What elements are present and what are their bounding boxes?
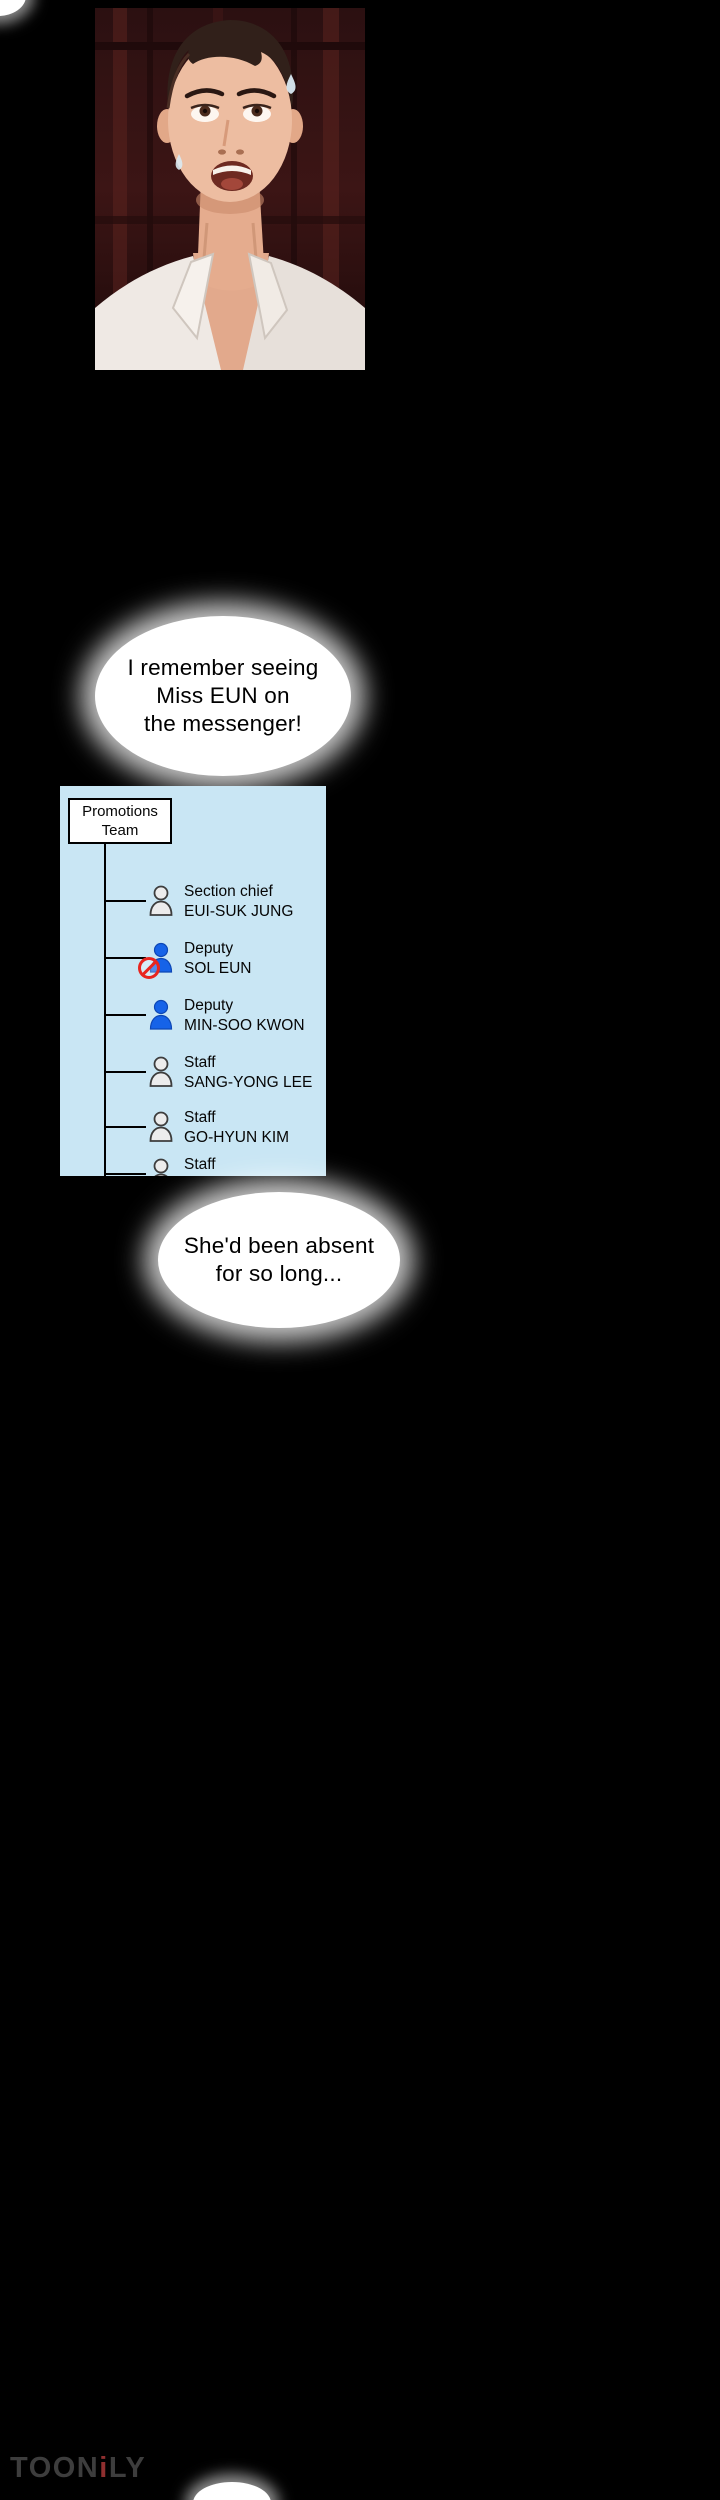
watermark-text: TOON bbox=[10, 2452, 100, 2484]
person-icon-blue bbox=[138, 942, 174, 979]
org-chart-trunk-line bbox=[104, 844, 106, 1176]
speech-line: She'd been absent bbox=[183, 1233, 375, 1258]
person-icon bbox=[148, 885, 174, 917]
org-member-row: Staff GO-HYUN KIM bbox=[60, 1107, 326, 1151]
member-name: EUI-SUK JUNG bbox=[184, 902, 294, 920]
speech-line: for so long... bbox=[215, 1261, 343, 1286]
org-title-line: Promotions bbox=[82, 803, 158, 820]
speech-line: Miss EUN on bbox=[156, 683, 290, 708]
watermark-accent: i bbox=[99, 2452, 109, 2484]
org-member-row: Staff bbox=[60, 1154, 326, 1176]
speech-line: the messenger! bbox=[144, 711, 302, 736]
member-name: SANG-YONG LEE bbox=[184, 1073, 313, 1091]
org-branch-line bbox=[106, 957, 146, 959]
org-member-row: Section chief EUI-SUK JUNG bbox=[60, 881, 326, 925]
member-name: GO-HYUN KIM bbox=[184, 1128, 290, 1146]
member-title: Deputy bbox=[184, 940, 234, 957]
org-branch-line bbox=[106, 1014, 146, 1016]
person-icon bbox=[148, 1056, 174, 1088]
org-title-line: Team bbox=[101, 822, 139, 839]
speech-bubble: I remember seeing Miss EUN on the messen… bbox=[95, 616, 351, 776]
org-branch-line bbox=[106, 1071, 146, 1073]
prohibited-icon bbox=[138, 957, 160, 979]
speech-bubble: She'd been absent for so long... bbox=[158, 1192, 400, 1328]
org-chart-panel: Promotions Team Section chief EUI-SUK JU… bbox=[60, 786, 326, 1176]
org-branch-line bbox=[106, 900, 146, 902]
speech-text: I remember seeing Miss EUN on the messen… bbox=[128, 654, 319, 738]
org-member-row: Deputy MIN-SOO KWON bbox=[60, 995, 326, 1039]
member-name: MIN-SOO KWON bbox=[184, 1016, 305, 1034]
character-portrait bbox=[95, 8, 365, 370]
toonily-watermark: TOONiLY bbox=[10, 2452, 146, 2485]
person-icon bbox=[148, 1111, 174, 1143]
org-member-row: Deputy SOL EUN bbox=[60, 938, 326, 982]
person-icon-blue bbox=[148, 999, 174, 1031]
member-title: Deputy bbox=[184, 997, 234, 1014]
watermark-text: LY bbox=[108, 2452, 147, 2484]
partial-speech-bubble-bottom bbox=[193, 2482, 271, 2500]
speech-line: I remember seeing bbox=[127, 655, 319, 680]
member-title: Staff bbox=[184, 1109, 216, 1126]
artwork-panel bbox=[95, 8, 365, 370]
person-icon bbox=[148, 1158, 174, 1176]
org-member-row: Staff SANG-YONG LEE bbox=[60, 1052, 326, 1096]
org-branch-line bbox=[106, 1126, 146, 1128]
member-name: SOL EUN bbox=[184, 959, 252, 977]
member-title: Section chief bbox=[184, 883, 273, 900]
org-chart-title: Promotions Team bbox=[68, 798, 172, 844]
member-title: Staff bbox=[184, 1156, 216, 1173]
member-title: Staff bbox=[184, 1054, 216, 1071]
partial-speech-bubble-top bbox=[0, 0, 26, 16]
org-branch-line bbox=[106, 1173, 146, 1175]
speech-text: She'd been absent for so long... bbox=[184, 1232, 374, 1288]
